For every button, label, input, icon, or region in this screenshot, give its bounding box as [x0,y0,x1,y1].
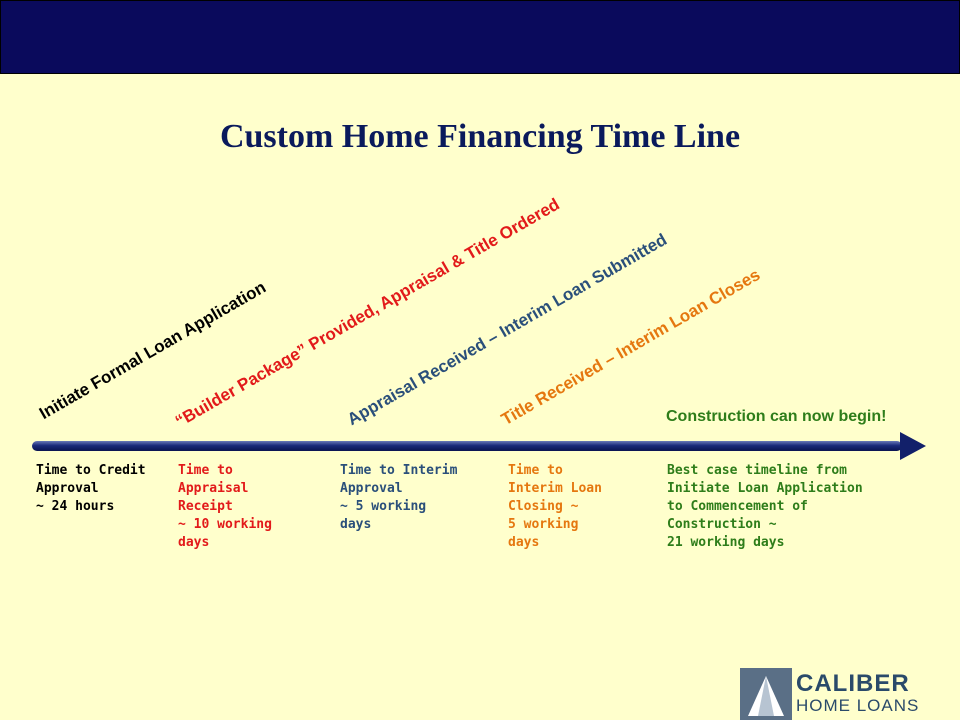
milestone-appraisal-received: Appraisal Received – Interim Loan Submit… [344,230,671,430]
milestone-initiate-application: Initiate Formal Loan Application [36,278,270,424]
stage-note-line: Approval [340,481,403,496]
stage-note-line: Time to [508,463,563,478]
stage-note-line: Approval [36,481,99,496]
stage-note-line: ~ 24 hours [36,499,115,514]
stage-note-line: to Commencement of [667,499,808,514]
milestone-label: Title Received – Interim Loan Closes [498,264,764,430]
logo-name: CALIBER [796,670,910,697]
stage-note-line: Time to Interim [340,463,458,478]
timeline-arrowhead [900,432,926,460]
milestone-title-received: Title Received – Interim Loan Closes [498,265,764,430]
timeline-bar [32,441,902,451]
stage-note-line: 21 working days [667,535,785,550]
stage-note-line: Interim Loan [508,481,602,496]
construction-label: Construction can now begin! [666,408,887,425]
stage-note-line: Initiate Loan Application [667,481,863,496]
stage-note-line: ~ 5 working [340,499,427,514]
caliber-logo-icon [740,668,792,720]
caliber-logo: CALIBER HOME LOANS [740,668,960,720]
stage-note-line: Receipt [178,499,233,514]
stage-note-line: Appraisal [178,481,249,496]
stage-note-line: Closing ~ [508,499,579,514]
logo-subtitle: HOME LOANS [796,696,920,715]
stage-note-line: days [340,517,372,532]
stage-note-line: days [178,535,210,550]
header-bar [0,0,960,74]
page-title: Custom Home Financing Time Line [219,118,741,155]
stage-note-line: ~ 10 working [178,517,272,532]
stage-note-line: Time to [178,463,233,478]
stage-note-line: Construction ~ [667,517,777,532]
stage-note-line: days [508,535,540,550]
stage-note-line: Best case timeline from [667,463,848,478]
milestone-label: Appraisal Received – Interim Loan Submit… [344,229,671,430]
timeline-arrow [32,432,926,460]
stage-note-line: 5 working [508,517,579,532]
stage-note-line: Time to Credit [36,463,146,478]
